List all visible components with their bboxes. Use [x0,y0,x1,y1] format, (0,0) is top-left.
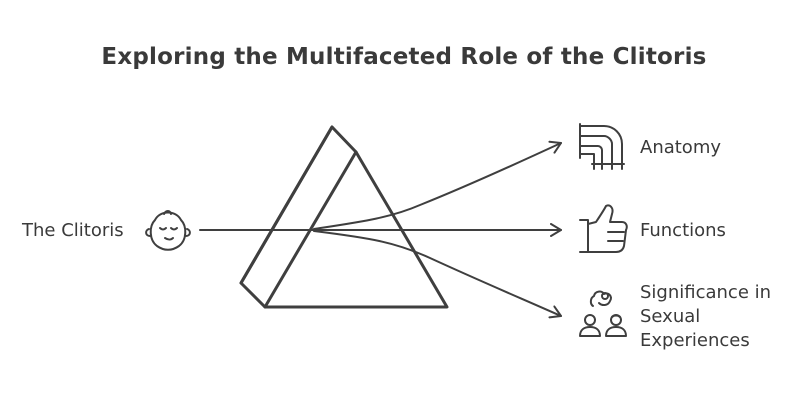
output-label-anatomy: Anatomy [640,137,722,158]
pipe-joint-icon [579,123,625,170]
people-with-love-icon [579,290,627,337]
significance-line-3: Experiences [640,330,750,351]
significance-line-2: Sexual [640,306,701,327]
significance-line-1: Significance in [640,282,772,303]
ray-anatomy [313,140,562,230]
baby-face-icon [145,210,191,251]
ray-significance [313,230,562,319]
thumbs-up-icon [579,204,628,253]
input-label: The Clitoris [22,220,124,241]
output-label-functions: Functions [640,220,726,241]
output-label-significance: Significance in Sexual Experiences [640,281,771,353]
prism-shape [239,125,449,309]
diagram-title: Exploring the Multifaceted Role of the C… [101,44,707,70]
